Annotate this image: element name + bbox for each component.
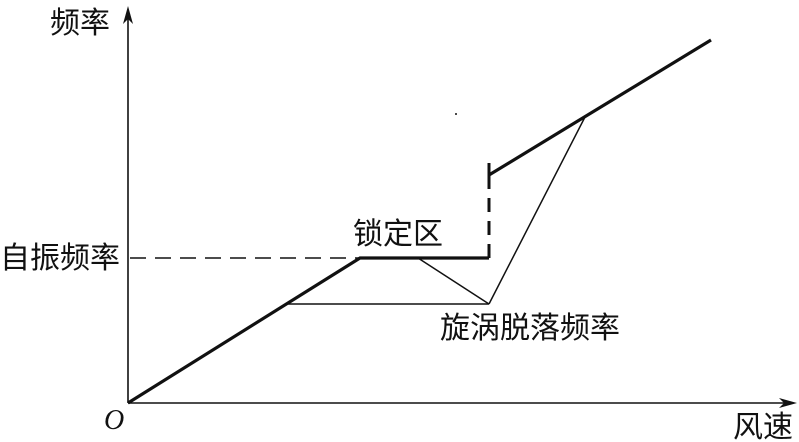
vortex-shedding-frequency-label: 旋涡脱落频率 [440, 311, 620, 346]
vortex-shedding-rising-line [488, 116, 586, 305]
vortex-shedding-left-diagonal [417, 257, 490, 305]
x-axis-label: 风速 [733, 410, 793, 442]
lock-in-region-label: 锁定区 [353, 217, 443, 252]
natural-frequency-label: 自振频率 [0, 241, 120, 276]
x-axis-arrowhead [779, 398, 797, 408]
y-axis-label: 频率 [50, 6, 110, 41]
post-lock-in-curve [488, 38, 712, 177]
stray-dot [455, 113, 457, 115]
origin-label: O [104, 405, 124, 436]
y-axis-arrowhead [123, 6, 133, 24]
response-frequency-curve [127, 256, 489, 405]
